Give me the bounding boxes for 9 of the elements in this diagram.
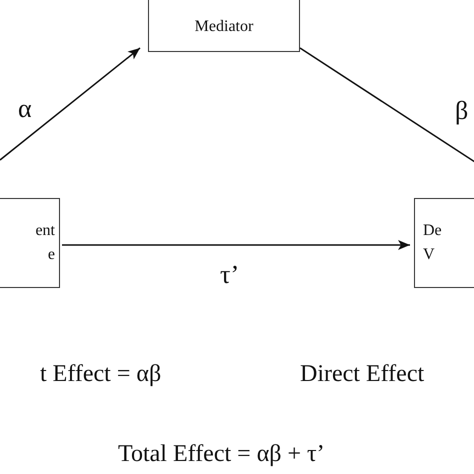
- formula-label: t Effect = αβ: [40, 362, 162, 386]
- arrow: [62, 240, 410, 250]
- node-label: Mediator: [194, 17, 254, 37]
- node-box: [148, 0, 300, 52]
- formula-label: Direct Effect: [300, 362, 424, 386]
- node-label: De V: [423, 221, 443, 265]
- node-label: ent e: [34, 221, 55, 265]
- arrow: [0, 47, 140, 161]
- formula-label: Total Effect = αβ + τ’: [118, 442, 325, 466]
